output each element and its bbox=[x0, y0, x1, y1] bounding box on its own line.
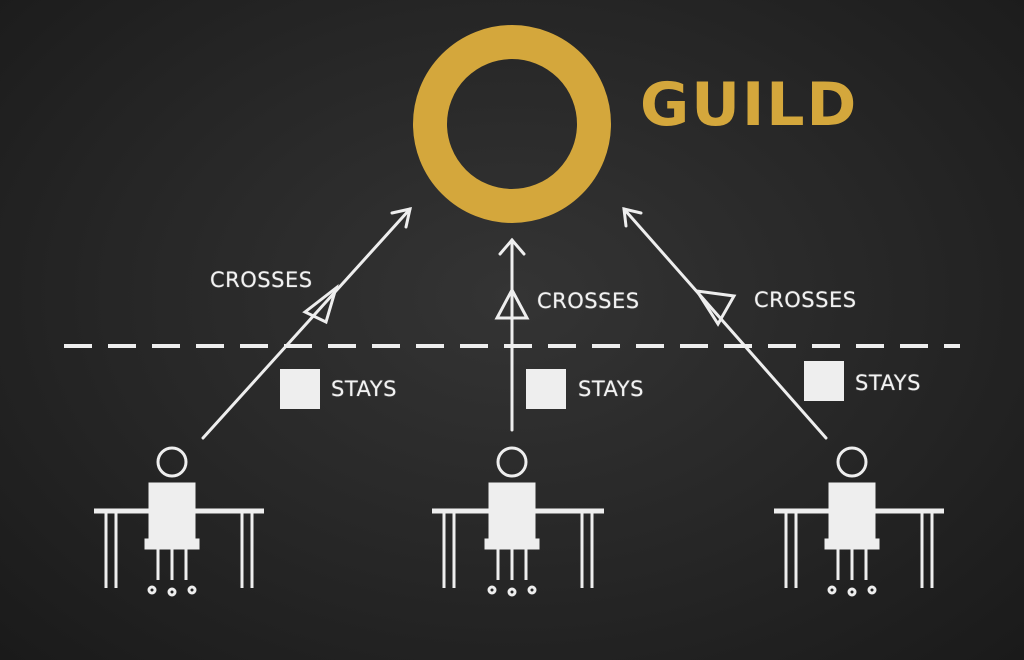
crosses-label-right: CROSSES bbox=[754, 288, 857, 312]
stays-square bbox=[526, 369, 566, 409]
worker-desk-icon bbox=[94, 446, 264, 597]
stays-square bbox=[280, 369, 320, 409]
stays-square bbox=[804, 361, 844, 401]
worker-desk-icon bbox=[432, 446, 604, 597]
arrow-center bbox=[494, 237, 530, 432]
worker-desk-icon bbox=[774, 446, 944, 597]
stays-label-left: STAYS bbox=[331, 377, 397, 401]
crosses-label-left: CROSSES bbox=[210, 268, 313, 292]
stays-label-right: STAYS bbox=[855, 371, 921, 395]
guild-label: GUILD bbox=[640, 70, 859, 140]
guild-ring bbox=[413, 25, 611, 223]
stays-label-center: STAYS bbox=[578, 377, 644, 401]
crosses-label-center: CROSSES bbox=[537, 289, 640, 313]
arrow-right bbox=[622, 207, 828, 440]
arrow-left bbox=[201, 207, 412, 440]
